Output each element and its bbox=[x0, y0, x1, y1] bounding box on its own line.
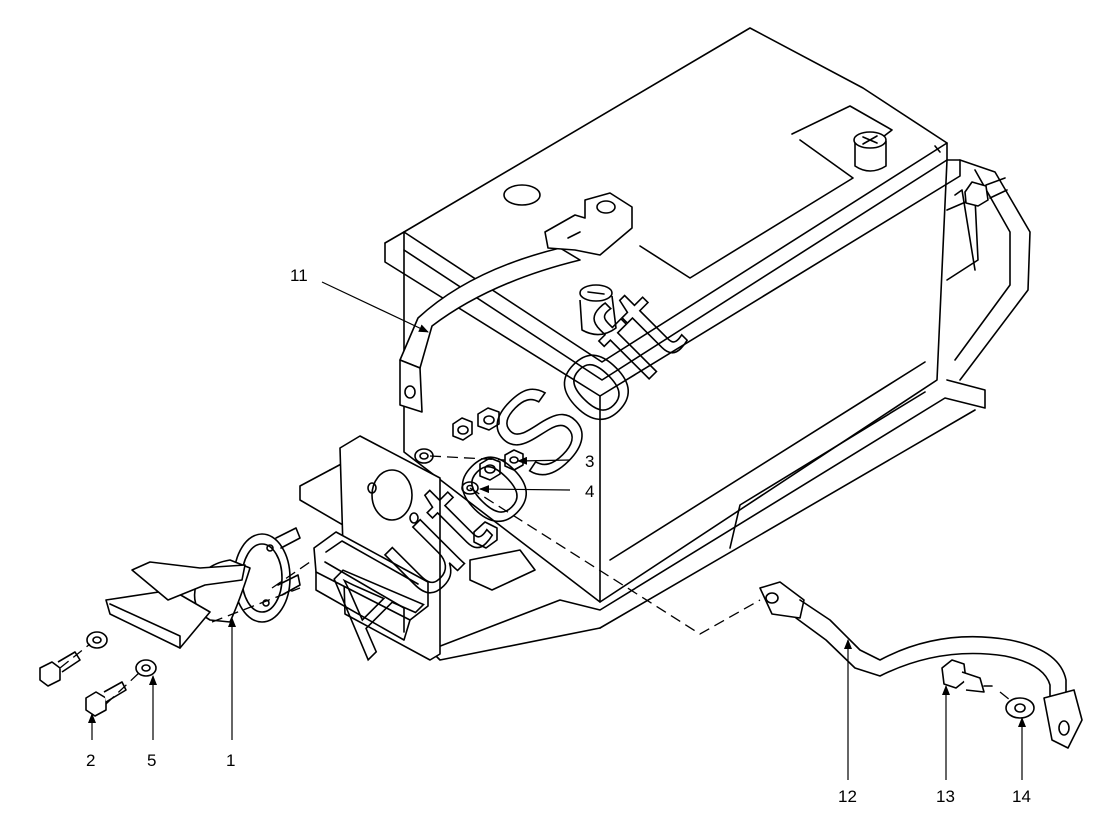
assembly-lines bbox=[59, 455, 1011, 705]
callout-13: 13 bbox=[936, 787, 955, 806]
battery-tray bbox=[299, 145, 1031, 661]
callout-3: 3 bbox=[585, 452, 594, 471]
callout-leaders bbox=[88, 281, 1026, 780]
callout-5: 5 bbox=[147, 751, 156, 770]
ground-cable bbox=[759, 581, 1083, 749]
callout-14: 14 bbox=[1012, 787, 1031, 806]
negative-terminal bbox=[579, 284, 617, 336]
positive-terminal bbox=[853, 131, 887, 172]
vent-cap bbox=[503, 184, 541, 206]
ground-washer bbox=[1005, 697, 1035, 719]
battery bbox=[384, 27, 979, 603]
ground-bolt bbox=[941, 659, 993, 693]
hold-down-strap bbox=[399, 192, 633, 413]
callout-4: 4 bbox=[585, 482, 594, 501]
callout-2: 2 bbox=[86, 751, 95, 770]
callout-12: 12 bbox=[838, 787, 857, 806]
callout-11: 11 bbox=[290, 266, 308, 285]
mounting-plate bbox=[313, 435, 441, 661]
callout-1: 1 bbox=[226, 751, 235, 770]
disconnect-switch bbox=[105, 527, 301, 649]
